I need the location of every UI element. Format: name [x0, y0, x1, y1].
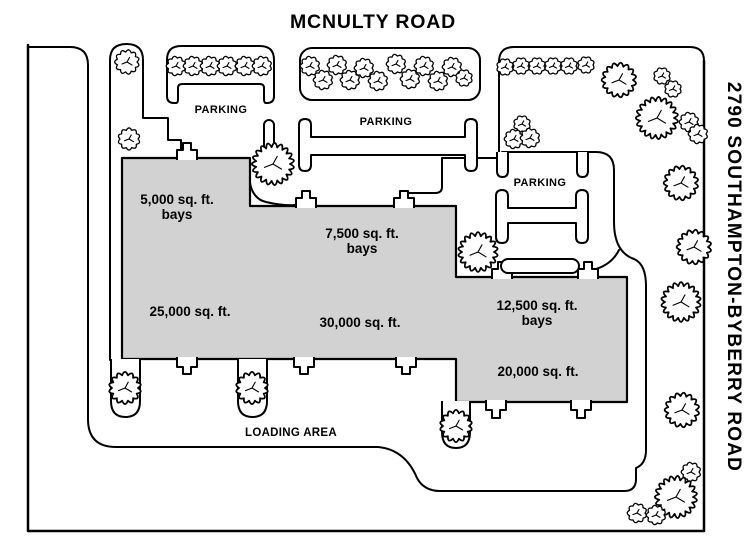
- parking-lot-east-label: PARKING: [514, 177, 567, 189]
- tree-icon: [199, 55, 220, 77]
- tree-icon: [235, 371, 269, 405]
- tree-icon: [413, 55, 434, 77]
- tree-icon: [353, 57, 374, 79]
- central-lot-west-edge: [249, 182, 297, 207]
- tree-icon: [234, 55, 255, 77]
- area-30000-label: 30,000 sq. ft.: [319, 315, 400, 330]
- tree-icon: [528, 57, 546, 75]
- tree-icon: [117, 127, 141, 151]
- tree-icon: [560, 57, 578, 75]
- tree-icon: [503, 128, 524, 150]
- tree-icon: [496, 58, 514, 76]
- central-lot-divider: [298, 118, 478, 172]
- tree-icon: [326, 54, 347, 76]
- bays-7500-label: bays: [347, 241, 378, 256]
- tree-icon: [600, 61, 637, 99]
- building-footprint: [120, 156, 629, 404]
- tree-icon: [687, 123, 708, 145]
- entry-tab: [176, 142, 198, 160]
- dock-tab: [570, 400, 592, 419]
- east-lot-leg: [496, 152, 509, 178]
- tree-icon: [165, 55, 186, 77]
- tree-icon: [626, 502, 647, 524]
- tree-icon: [427, 70, 448, 92]
- tree-icon: [399, 68, 420, 90]
- tree-icon: [664, 80, 682, 98]
- area-20000-label: 20,000 sq. ft.: [497, 364, 578, 379]
- tree-icon: [675, 228, 712, 266]
- tree-icon: [680, 461, 701, 483]
- dock-tab: [293, 357, 315, 375]
- tree-icon: [457, 231, 499, 273]
- tree-icon: [385, 53, 406, 75]
- bays-7500-label: 7,500 sq. ft.: [325, 226, 399, 241]
- trees-layer: [108, 49, 712, 526]
- roads-layer: [26, 43, 706, 533]
- entry-tab: [393, 190, 415, 208]
- tree-icon: [544, 57, 562, 75]
- tree-icon: [634, 96, 679, 140]
- dock-tab: [395, 357, 417, 375]
- tree-icon: [660, 281, 702, 323]
- tree-icon: [645, 504, 666, 526]
- tree-icon: [182, 55, 203, 77]
- east-yard-edge: [498, 46, 705, 153]
- tree-icon: [108, 371, 142, 405]
- tree-icon: [455, 69, 473, 87]
- tree-icon: [439, 409, 473, 443]
- tree-icon: [512, 57, 530, 75]
- bays-12500-label: bays: [522, 313, 553, 328]
- top-road-label: MCNULTY ROAD: [290, 11, 456, 33]
- parking-lot-central-label: PARKING: [360, 116, 413, 128]
- west-aisle-jog: [142, 59, 182, 159]
- tree-icon: [216, 55, 237, 77]
- east-lot-divider: [495, 189, 589, 244]
- tree-icon: [367, 70, 388, 92]
- entry-tab: [295, 190, 317, 208]
- perimeter-drive-edge: [27, 46, 647, 492]
- tree-icon: [312, 69, 333, 91]
- parking-labels: PARKING PARKING PARKING: [195, 104, 567, 189]
- side-road-label: 2790 SOUTHAMPTON-BYBERRY ROAD: [723, 82, 744, 472]
- bays-5000-label: bays: [162, 207, 193, 222]
- east-lot-walk: [500, 258, 580, 274]
- loading-area-label: LOADING AREA: [245, 427, 337, 439]
- tree-icon: [577, 56, 595, 74]
- east-lot-leg: [576, 152, 589, 178]
- west-walk-strip: [109, 43, 144, 361]
- tree-icon: [662, 164, 699, 202]
- dock-tab: [176, 357, 198, 375]
- tree-icon: [519, 127, 540, 149]
- tree-icon: [663, 391, 700, 429]
- entry-tab: [577, 261, 599, 279]
- central-lot-east-edge: [408, 157, 498, 194]
- bays-12500-label: 12,500 sq. ft.: [496, 298, 577, 313]
- nw-lot-tree-island: [166, 45, 275, 104]
- dock-tab: [485, 400, 507, 419]
- site-boundary: [26, 43, 706, 533]
- tree-icon: [339, 69, 360, 91]
- tree-icon: [114, 49, 140, 75]
- tree-icon: [653, 67, 671, 85]
- tree-icon: [653, 475, 698, 519]
- tree-icon: [250, 142, 295, 186]
- bays-5000-label: 5,000 sq. ft.: [140, 192, 214, 207]
- parking-lot-northwest-label: PARKING: [195, 104, 248, 116]
- area-25000-label: 25,000 sq. ft.: [149, 304, 230, 319]
- tree-icon: [251, 55, 272, 77]
